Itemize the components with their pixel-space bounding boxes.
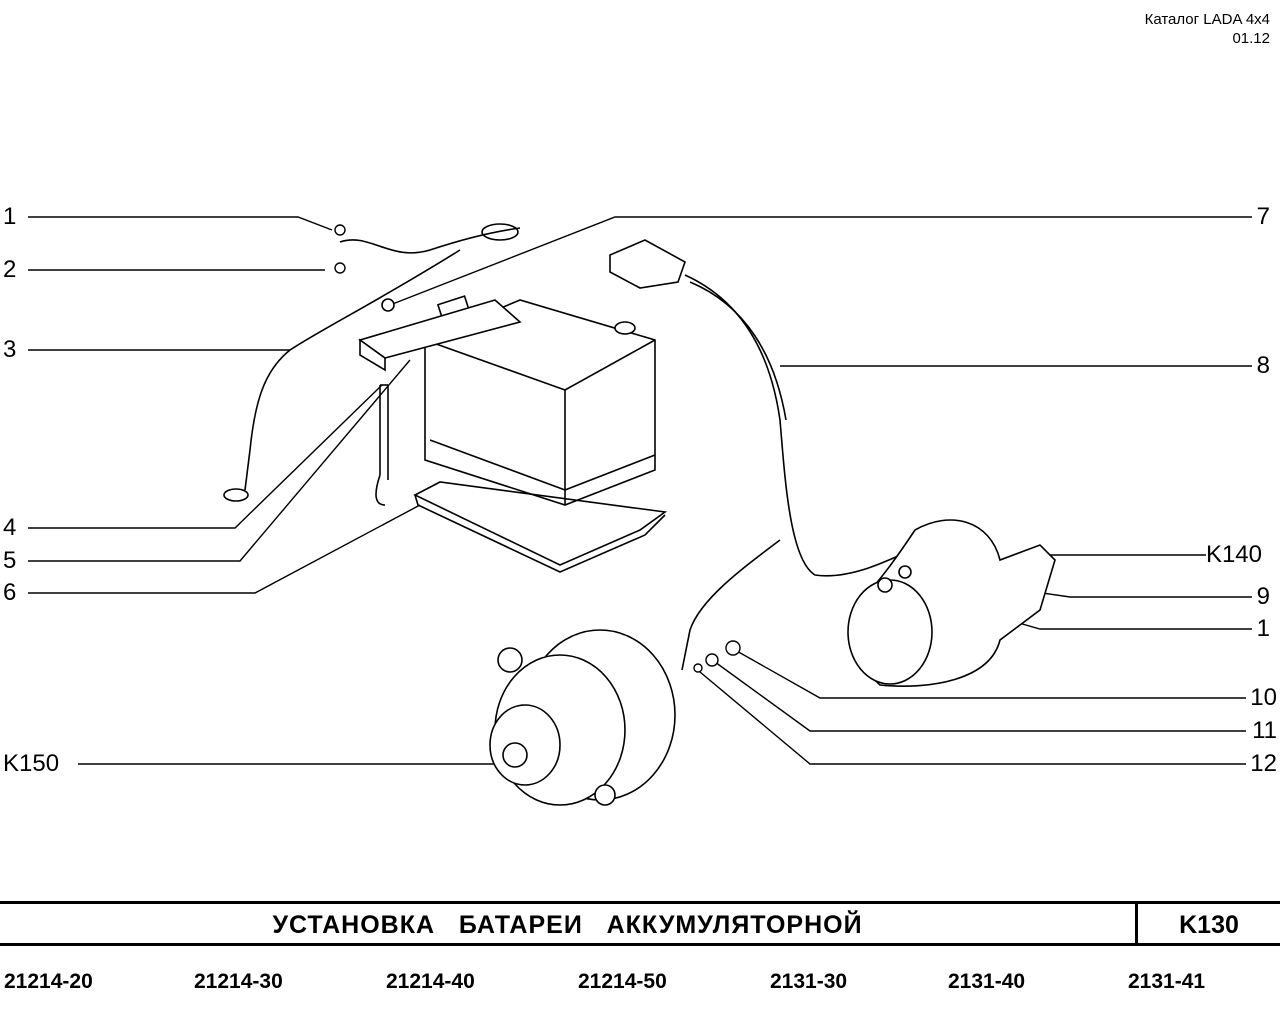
callout-1: 1 [3,203,17,230]
leader-line-11 [714,661,1246,732]
leader-line-12 [699,671,1246,765]
leader-line-5 [28,359,411,562]
leader-line-10 [734,649,1246,699]
callout-1-right: 1 [1256,615,1270,642]
section-code: K130 [1179,911,1239,939]
callout-2: 2 [3,256,17,283]
starter-motor-icon [847,519,1056,687]
callout-5: 5 [3,547,17,574]
callout-6: 6 [3,579,17,606]
callout-12: 12 [1250,750,1277,777]
callout-8: 8 [1256,352,1270,379]
model-code: 2131-30 [770,970,848,993]
callout-k150: K150 [3,750,60,777]
catalog-header: Каталог LADA 4x4 01.12 [1145,10,1270,48]
hold-down-bar-icon [358,299,522,372]
battery-tray-icon [413,481,668,573]
model-code: 21214-30 [194,970,283,993]
model-code: 21214-20 [4,970,93,993]
callout-k140: K140 [1205,541,1262,568]
negative-cable-icon [223,223,521,502]
lock-washer-icon [334,262,346,274]
callout-11: 11 [1252,717,1277,744]
catalog-date: 01.12 [1232,30,1270,47]
model-code: 2131-41 [1128,970,1206,993]
callout-7: 7 [1256,203,1270,230]
model-code: 21214-50 [578,970,667,993]
title-bar: УСТАНОВКА БАТАРЕИ АККУМУЛЯТОРНОЙ K130 [0,901,1280,946]
callout-10: 10 [1250,684,1277,711]
hold-down-bolt-icon [375,384,389,506]
catalog-title: Каталог LADA 4x4 [1144,11,1270,28]
leader-line-6 [28,504,421,594]
leader-line-1 [28,216,333,231]
leader-line-7 [389,216,1252,306]
leader-line-4 [28,384,383,529]
callout-4: 4 [3,514,17,541]
positive-cable-icon [609,239,916,671]
terminal-parts-icon [693,640,741,673]
callout-9: 9 [1256,583,1270,610]
models-row: 21214-20 21214-30 21214-40 21214-50 2131… [0,970,1280,1000]
exploded-parts-diagram [28,216,1252,806]
title-divider [1135,904,1138,943]
model-code: 2131-40 [948,970,1026,993]
washer-icon [334,224,346,236]
page-title: УСТАНОВКА БАТАРЕИ АККУМУЛЯТОРНОЙ [272,911,863,939]
nut-icon [381,298,395,312]
callout-3: 3 [3,336,17,363]
model-code: 21214-40 [386,970,475,993]
alternator-icon [489,629,676,806]
